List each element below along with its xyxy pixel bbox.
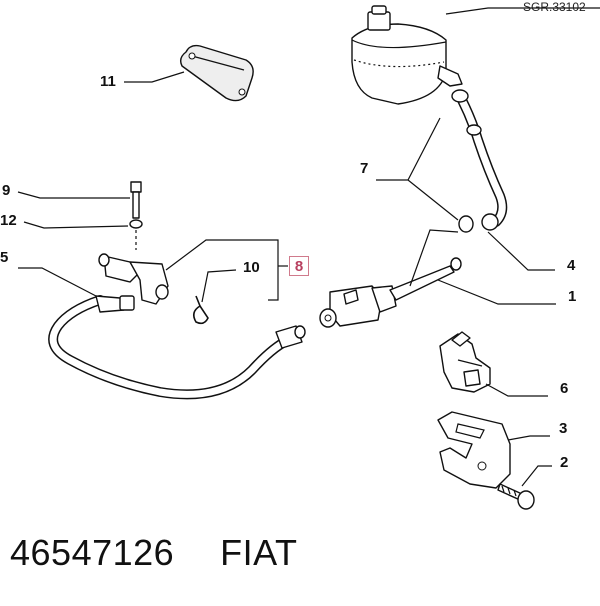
leader-7: [376, 117, 459, 221]
leader-5: [18, 267, 97, 297]
support-bracket: [437, 411, 511, 489]
callout-3: 3: [559, 420, 568, 437]
callout-11: 11: [100, 73, 116, 90]
callout-9: 9: [2, 182, 11, 199]
bolt: [497, 483, 535, 510]
leader-2: [521, 465, 552, 487]
cover-plate: [179, 44, 254, 102]
leader-1-bracket: [409, 229, 459, 287]
leader-6: [485, 383, 548, 397]
callout-8-highlighted: 8: [289, 256, 309, 276]
leader-10: [201, 269, 237, 303]
fluid-reservoir: [351, 5, 463, 105]
hose-connector: [98, 181, 169, 305]
retaining-clip: [192, 295, 209, 325]
callout-10: 10: [243, 259, 260, 276]
leader-9: [17, 191, 130, 199]
feed-hose: [451, 89, 508, 233]
leader-12: [23, 221, 129, 229]
leader-11: [124, 71, 185, 83]
reference-code: SGR.33102: [523, 0, 586, 14]
callout-2: 2: [560, 454, 569, 471]
callout-1: 1: [568, 288, 577, 305]
master-cylinder: [319, 257, 462, 328]
leader-8-bracket: [165, 239, 279, 301]
mounting-bracket: [439, 331, 491, 393]
leader-1: [437, 279, 556, 305]
leader-ref-code: [445, 7, 600, 15]
callout-6: 6: [560, 380, 569, 397]
clutch-hose: [48, 295, 306, 400]
callout-7: 7: [360, 160, 369, 177]
callout-12: 12: [0, 212, 17, 229]
part-number: 46547126: [10, 532, 175, 573]
leader-3: [507, 435, 550, 441]
callout-5: 5: [0, 249, 9, 266]
callout-4: 4: [567, 257, 576, 274]
brand-name: FIAT: [220, 532, 298, 573]
leader-4: [487, 231, 555, 271]
part-footer: 46547126 FIAT: [10, 532, 298, 574]
